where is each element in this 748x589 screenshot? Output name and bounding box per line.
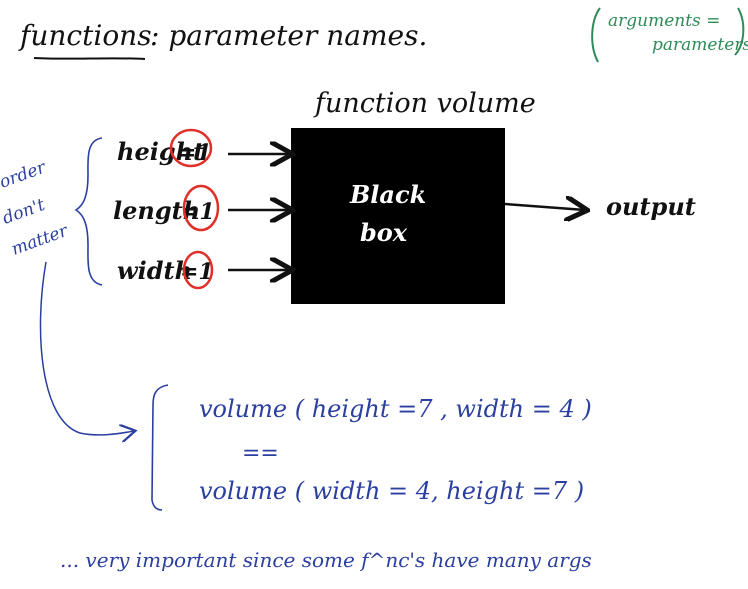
green-bracket-left bbox=[591, 7, 601, 63]
side-note-dont: don't bbox=[0, 195, 48, 229]
footer-note: ... very important since some f^nc's hav… bbox=[60, 548, 592, 572]
example-bracket bbox=[151, 384, 169, 511]
order-dont-matter-note: order don't matter bbox=[0, 157, 71, 259]
example-call-2: volume ( width = 4, height =7 ) bbox=[199, 477, 584, 505]
green-bracket-right bbox=[734, 7, 745, 56]
input-height: height =1 bbox=[117, 128, 290, 168]
title-underline bbox=[33, 57, 146, 60]
side-note-matter: matter bbox=[9, 221, 71, 260]
default-circle-height bbox=[169, 128, 213, 168]
black-box-label-1: Black bbox=[349, 180, 426, 209]
black-box bbox=[291, 128, 505, 304]
default-circle-width bbox=[182, 250, 214, 290]
title: functions : parameter names. bbox=[18, 19, 427, 60]
inputs-brace bbox=[74, 137, 103, 286]
title-functions: functions bbox=[18, 19, 152, 52]
input-length: length =1 bbox=[113, 184, 290, 232]
side-note-order: order bbox=[0, 157, 49, 192]
default-circle-length bbox=[182, 184, 220, 232]
example-call-1: volume ( height =7 , width = 4 ) bbox=[199, 395, 592, 423]
function-volume-label: function volume bbox=[313, 88, 536, 119]
output-label: output bbox=[606, 192, 696, 221]
example-equals: == bbox=[242, 441, 279, 466]
input-width: width =1 bbox=[117, 250, 290, 290]
note-arguments: arguments = bbox=[608, 11, 720, 31]
input-width-name: width bbox=[117, 256, 192, 285]
brace-to-example-arrow bbox=[39, 261, 134, 435]
input-height-default: =1 bbox=[178, 140, 212, 166]
black-box-label-2: box bbox=[360, 218, 408, 247]
input-height-name: height bbox=[117, 137, 204, 166]
arrow-output bbox=[504, 204, 585, 210]
arguments-parameters-note: arguments = parameters bbox=[591, 7, 748, 63]
title-parameter-names: : parameter names. bbox=[150, 19, 427, 52]
note-parameters: parameters bbox=[652, 35, 748, 55]
